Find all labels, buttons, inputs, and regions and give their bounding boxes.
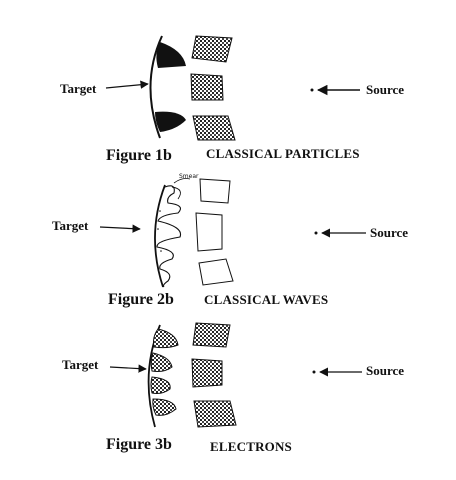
figure-title: ELECTRONS [210,439,292,454]
barrier-middle [195,212,223,252]
target-arrow [109,364,147,373]
target-label: Target [52,218,89,233]
target-screen [149,35,163,139]
target-screen [154,184,166,288]
barrier-middle [190,73,224,101]
figure-caption: Figure 2b [108,291,174,308]
source-dot [312,370,316,374]
particle-pile-top [156,42,186,68]
smear-annotation: Smear [179,173,199,180]
figure-3b-panel: Target Source Figure 3b ELECTRONS [0,315,456,480]
figure-caption: Figure 1b [106,147,172,164]
barrier-top [199,178,231,204]
barrier-bottom [198,258,234,286]
target-label: Target [62,357,99,372]
barrier-bottom [193,400,237,428]
smear-pointer [173,178,191,184]
source-label: Source [370,225,409,240]
electron-band-1 [153,328,179,349]
target-arrow [105,80,149,89]
particles-diagram [105,35,360,141]
barrier-top [191,35,233,63]
waves-diagram [99,178,366,288]
figure-2b-panel: Smear Target Source Figure 2b CLASSICAL … [0,165,456,315]
source-label: Source [366,363,405,378]
figure-caption: Figure 3b [106,436,172,453]
source-dot [310,88,314,92]
figure-title: CLASSICAL WAVES [204,292,329,307]
barrier-top [192,322,231,348]
barrier-bottom [192,115,236,141]
barrier-middle [191,358,223,388]
particle-pile-bottom [155,111,186,132]
intensity-curve [156,185,182,288]
electron-band-4 [152,398,177,416]
figure-title: CLASSICAL PARTICLES [206,146,360,161]
target-label: Target [60,81,97,96]
source-label: Source [366,82,405,97]
target-arrow [99,224,141,233]
electron-band-3 [150,376,171,394]
electrons-diagram [109,322,362,428]
source-dot [314,231,318,235]
figure-1b-panel: Target Source Figure 1b CLASSICAL PARTIC… [0,0,456,165]
electron-band-2 [150,352,173,372]
